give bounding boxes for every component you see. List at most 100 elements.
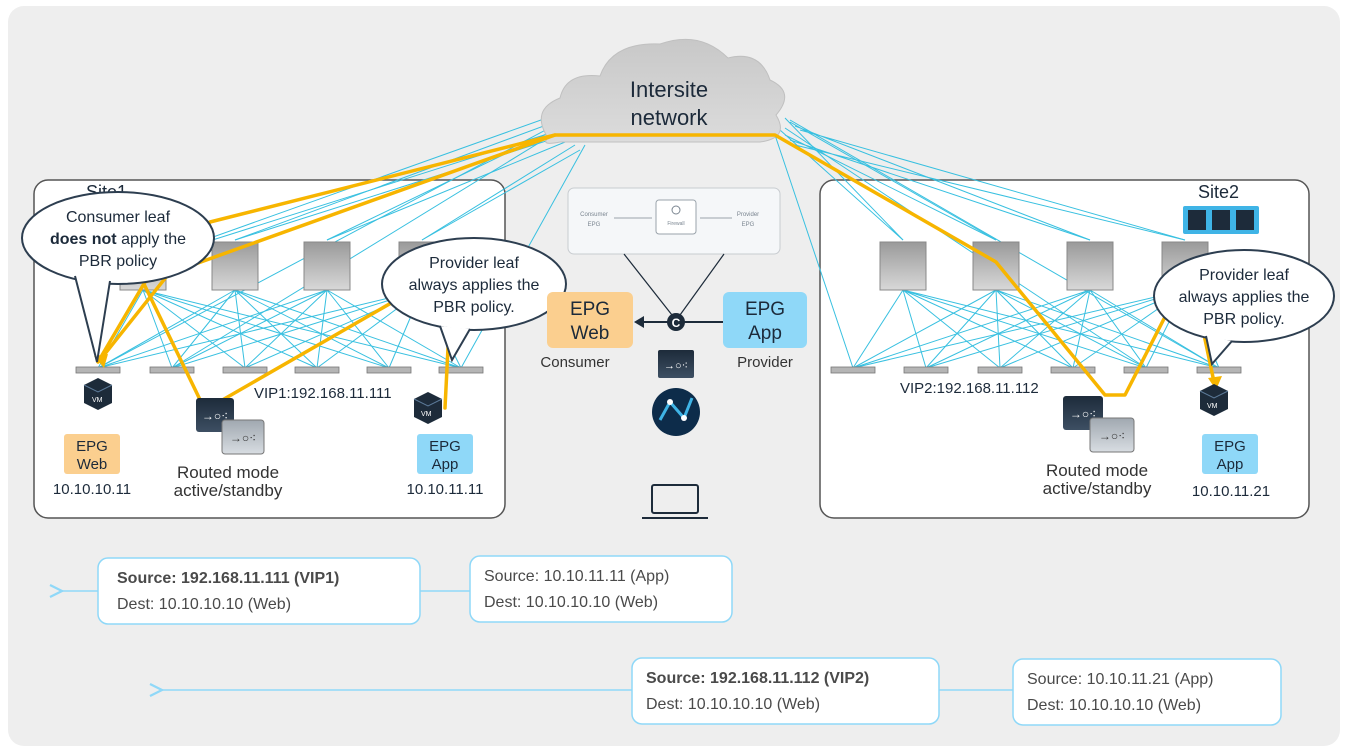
epg-app-site1-line1: EPG [429,438,461,455]
epg-app-site2-ip: 10.10.11.21 [1192,483,1270,500]
contract-letter: C [672,316,681,330]
packet-source: Source: 192.168.11.112 (VIP2) [646,670,869,687]
packet-dest: Dest: 10.10.10.10 (Web) [646,696,820,713]
epg-app-site2: EPG App [1202,434,1258,474]
center-epg-app: EPG App [723,292,807,348]
leaf-switch [294,366,340,374]
leaf-switch [1050,366,1096,374]
callout-consumer-line3: PBR policy [79,253,157,270]
center-epg-web: EPG Web [547,292,633,348]
center-epg-web-line2: Web [571,323,610,344]
service-graph-panel: Consumer EPG Firewall Provider EPG [567,187,781,255]
callout-consumer-bold: does not [50,231,117,248]
graph-consumer-epg: EPG [588,222,601,228]
site2-label: Site2 [1198,182,1239,202]
leaf-switch [1123,366,1169,374]
intersite-cloud: Intersite network [540,38,786,144]
callout-consumer-line2: does not apply the [50,231,186,248]
cloud-label-line2: network [630,105,708,130]
callout-consumer-leaf: Consumer leaf does not apply the PBR pol… [21,191,215,363]
graph-link-right [679,253,725,316]
svg-text:VM: VM [421,411,432,418]
leaf-switch [438,366,484,374]
vm-icon: VM [83,378,113,410]
leaf-switch [1196,366,1242,374]
svg-text:→○⁖: →○⁖ [664,360,688,372]
callout-provider-leaf-site1: Provider leaf always applies the PBR pol… [381,237,567,363]
callout-consumer-rest: apply the [117,231,186,248]
service-device-icon: →○⁖ [658,350,694,378]
packet-dest: Dest: 10.10.10.10 (Web) [117,596,291,613]
apic-cluster-icon [1183,206,1259,234]
site1-leaves [75,366,484,374]
callout-provider1-line3: PBR policy. [433,299,515,316]
leaf-switch [830,366,876,374]
packet-source: Source: 10.10.11.21 (App) [1027,671,1214,688]
epg-web-site1-ip: 10.10.10.11 [53,481,131,498]
contract-arrowhead [634,316,644,328]
epg-app-site1-line2: App [432,456,459,473]
svg-text:VM: VM [92,397,103,404]
center-consumer-role: Consumer [540,354,609,371]
epg-app-site2-line2: App [1217,456,1244,473]
routed-mode-site2-line1: Routed mode [1046,461,1148,480]
callout-provider2-line3: PBR policy. [1203,311,1285,328]
svg-text:→○⁖: →○⁖ [202,409,228,423]
spine-switch [879,241,927,291]
center-epg-app-line2: App [748,323,782,344]
callout-provider2-line1: Provider leaf [1199,267,1289,284]
vm-icon: VM [1199,384,1229,416]
packet-dest: Dest: 10.10.10.10 (Web) [484,594,658,611]
vm-icon: VM [413,392,443,424]
callout-consumer-line1: Consumer leaf [66,209,171,226]
graph-provider-label: Provider [737,212,759,218]
callout-provider1-line2: always applies the [409,277,540,294]
firewall-pair-icon: →○⁖ →○⁖ [1063,396,1135,453]
nexus-dashboard-icon [652,388,700,436]
packet-box-row1-left: Source: 192.168.11.111 (VIP1) Dest: 10.1… [97,557,421,625]
callout-provider2-line2: always applies the [1179,289,1310,306]
routed-mode-site2-line2: active/standby [1043,479,1152,498]
vip1-label: VIP1:192.168.11.111 [254,385,392,402]
site2-leaves [830,366,1242,374]
epg-app-site2-line1: EPG [1214,438,1246,455]
graph-firewall-label: Firewall [667,221,684,227]
graph-link-left [623,253,673,316]
packet-box-row2-right: Source: 10.10.11.21 (App) Dest: 10.10.10… [1012,658,1282,726]
packet-box-row1-right: Source: 10.10.11.11 (App) Dest: 10.10.10… [469,555,733,623]
traffic-arrowhead [1208,376,1222,390]
routed-mode-site1-line1: Routed mode [177,463,279,482]
cloud-label-line1: Intersite [630,77,708,102]
svg-text:→○⁖: →○⁖ [230,431,256,445]
leaf-switch [366,366,412,374]
center-epg-web-line1: EPG [570,299,610,320]
site2-fabric-links [779,117,1220,369]
contract-icon [667,313,685,331]
svg-text:→○⁖: →○⁖ [1070,407,1096,421]
leaf-switch [222,366,268,374]
packet-source: Source: 192.168.11.111 (VIP1) [117,570,339,587]
svg-text:VM: VM [1207,403,1218,410]
epg-app-site1-ip: 10.10.11.11 [406,481,483,498]
packet-box-row2-left: Source: 192.168.11.112 (VIP2) Dest: 10.1… [631,657,940,725]
spine-switch [1066,241,1114,291]
packet-dest: Dest: 10.10.10.10 (Web) [1027,697,1201,714]
epg-web-site1: EPG Web [64,434,120,474]
callout-provider1-line1: Provider leaf [429,255,519,272]
laptop-icon [642,484,708,519]
svg-text:→○⁖: →○⁖ [1099,429,1125,443]
firewall-pair-icon: →○⁖ →○⁖ [196,398,265,455]
routed-mode-site1-line2: active/standby [174,481,283,500]
epg-web-site1-line1: EPG [76,438,108,455]
center-epg-app-line1: EPG [745,299,785,320]
epg-app-site1: EPG App [417,434,473,474]
leaf-switch [977,366,1023,374]
packet-source: Source: 10.10.11.11 (App) [484,568,669,585]
center-provider-role: Provider [737,354,793,371]
epg-web-site1-line2: Web [77,456,108,473]
vip2-label: VIP2:192.168.11.112 [900,380,1039,397]
graph-provider-epg: EPG [742,222,755,228]
leaf-switch [149,366,195,374]
leaf-switch [75,366,121,374]
spine-switch [303,241,351,291]
